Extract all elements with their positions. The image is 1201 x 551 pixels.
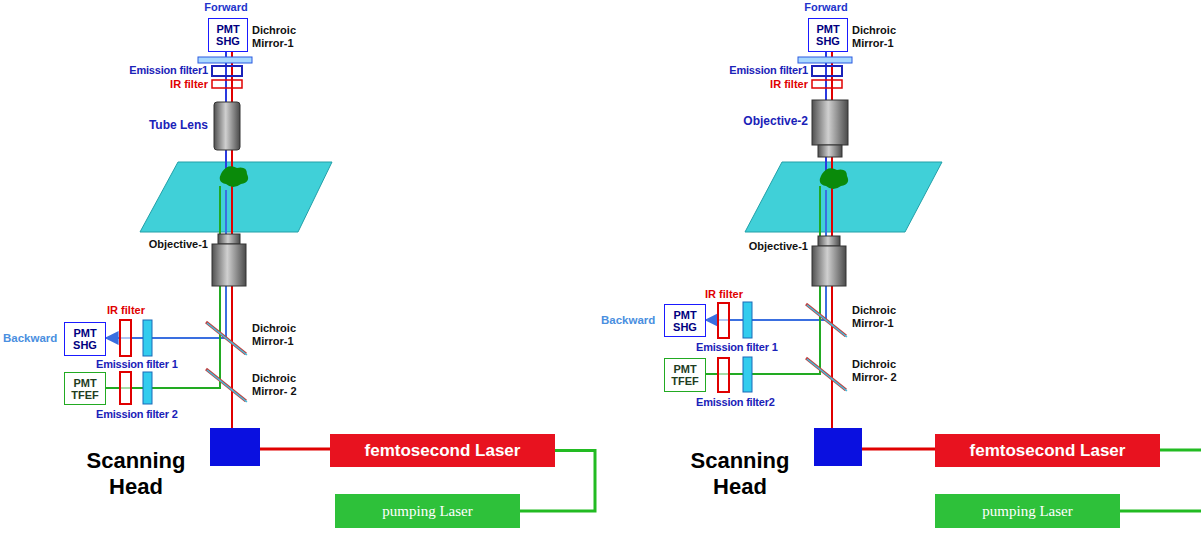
dichroic-mirror bbox=[798, 57, 852, 63]
objective-nose bbox=[818, 145, 842, 157]
pmt-detector: PMT SHG bbox=[64, 322, 106, 356]
laser-connector bbox=[260, 448, 330, 451]
part-label: IR filter bbox=[128, 78, 208, 91]
part-label: Dichroic Mirror-1 bbox=[252, 322, 314, 348]
dichroic-mirror bbox=[206, 322, 246, 354]
part-label: Dichroic Mirror-1 bbox=[852, 24, 914, 50]
part-label: Objective-1 bbox=[108, 238, 208, 251]
ir-filter bbox=[120, 320, 131, 356]
emission-filter bbox=[143, 320, 152, 356]
dichroic-mirror bbox=[807, 359, 847, 391]
dichroic-mirror bbox=[206, 369, 246, 401]
sample bbox=[220, 166, 248, 187]
part-label: IR filter bbox=[694, 288, 754, 301]
node-text: PMT TFEF bbox=[65, 377, 105, 401]
part-label: Backward bbox=[3, 332, 63, 345]
dichroic-mirror bbox=[207, 323, 247, 355]
part-label: Emission filter1 bbox=[698, 64, 808, 77]
scanning-head: Scanning Head bbox=[210, 428, 260, 466]
part-label: Dichroic Mirror-1 bbox=[852, 304, 914, 330]
objective bbox=[812, 100, 848, 145]
pmt-detector: PMT SHG bbox=[208, 18, 248, 52]
part-label: Objective-1 bbox=[708, 240, 808, 253]
ir-filter bbox=[718, 303, 729, 338]
emission-filter bbox=[812, 66, 842, 76]
part-label: Backward bbox=[601, 314, 661, 327]
sample-slide bbox=[745, 162, 942, 232]
emission-filter bbox=[143, 372, 152, 404]
head-caption: Scanning Head bbox=[70, 448, 202, 500]
backward-shg-beam bbox=[706, 190, 826, 320]
pump-wire bbox=[1120, 510, 1201, 513]
part-label: Dichroic Mirror- 2 bbox=[252, 372, 314, 398]
node-text: PMT SHG bbox=[665, 309, 705, 333]
head-caption: Scanning Head bbox=[674, 448, 806, 500]
laser-box: femtosecond Laser bbox=[330, 434, 555, 467]
dichroic-mirror bbox=[806, 304, 846, 336]
objective-nose bbox=[218, 234, 240, 244]
laser-box: femtosecond Laser bbox=[935, 434, 1160, 467]
part-label: Emission filter1 bbox=[98, 64, 208, 77]
laser-box: pumping Laser bbox=[935, 494, 1120, 528]
node-text: pumping Laser bbox=[382, 503, 472, 520]
laser-box: pumping Laser bbox=[335, 494, 520, 528]
pmt-detector: PMT SHG bbox=[808, 18, 848, 52]
sample bbox=[820, 168, 848, 189]
node-text: PMT SHG bbox=[209, 23, 247, 47]
dichroic-mirror bbox=[207, 370, 247, 402]
ir-filter bbox=[120, 372, 131, 404]
sample-slide bbox=[140, 162, 332, 232]
right-setup bbox=[702, 52, 1201, 511]
part-label: Emission filter 1 bbox=[696, 341, 816, 354]
tube-lens bbox=[214, 102, 240, 150]
laser-connector bbox=[862, 448, 935, 451]
part-label: Forward bbox=[196, 1, 256, 14]
part-label: IR filter bbox=[96, 304, 156, 317]
left-setup bbox=[102, 52, 332, 428]
pmt-detector: PMT SHG bbox=[664, 304, 706, 337]
node-text: PMT SHG bbox=[65, 327, 105, 351]
part-label: Dichroic Mirror-1 bbox=[252, 24, 314, 50]
part-label: IR filter bbox=[728, 78, 808, 91]
emission-filter bbox=[212, 66, 242, 76]
emission-filter bbox=[743, 302, 752, 338]
objective bbox=[212, 244, 246, 286]
dichroic-mirror bbox=[198, 57, 252, 63]
objective-nose bbox=[818, 236, 840, 246]
node-text: PMT SHG bbox=[809, 23, 847, 47]
part-label: Objective-2 bbox=[708, 115, 808, 128]
node-text: pumping Laser bbox=[982, 503, 1072, 520]
tpef-beam bbox=[102, 186, 220, 388]
part-label: Emission filter2 bbox=[696, 396, 816, 409]
pump-wire bbox=[1160, 449, 1201, 452]
ir-filter bbox=[812, 80, 842, 88]
node-text: femtosecond Laser bbox=[365, 441, 521, 461]
emission-filter bbox=[743, 357, 752, 392]
part-label: Tube Lens bbox=[118, 119, 208, 132]
dichroic-mirror bbox=[807, 305, 847, 337]
part-label: Forward bbox=[796, 1, 856, 14]
part-label: Emission filter 1 bbox=[96, 358, 216, 371]
part-label: Dichroic Mirror- 2 bbox=[852, 358, 914, 384]
ir-filter bbox=[212, 80, 242, 88]
scanning-head: Scanning Head bbox=[814, 428, 862, 466]
node-text: femtosecond Laser bbox=[970, 441, 1126, 461]
ir-filter bbox=[718, 358, 729, 392]
dichroic-mirror bbox=[806, 358, 846, 390]
pmt-detector: PMT TFEF bbox=[64, 372, 106, 405]
pmt-detector: PMT TFEF bbox=[664, 358, 706, 392]
part-label: Emission filter 2 bbox=[96, 408, 216, 421]
node-text: PMT TFEF bbox=[665, 363, 705, 387]
objective bbox=[812, 246, 846, 286]
